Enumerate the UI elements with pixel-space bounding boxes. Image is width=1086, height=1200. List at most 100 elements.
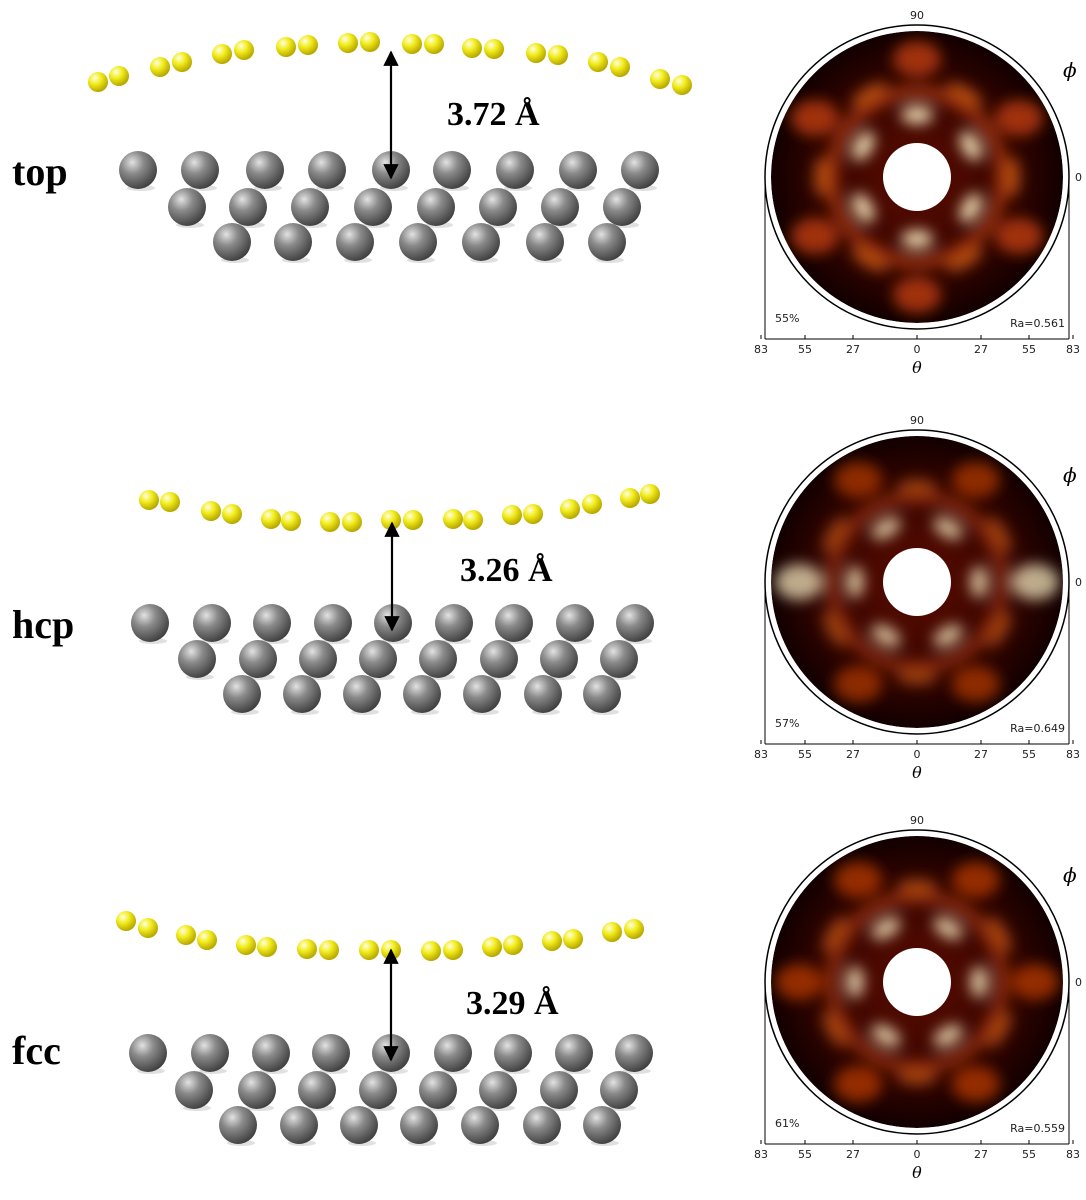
theta-tick-label: 27 — [846, 1148, 860, 1161]
pattern-top-label: 90 — [910, 414, 924, 427]
substrate-atom — [253, 604, 291, 642]
adsorbate-atom — [176, 925, 196, 945]
adsorbate-atom — [403, 510, 423, 530]
diffraction-intensity — [771, 836, 1063, 1128]
adsorbate-atom — [443, 509, 463, 529]
structure-model-fcc — [116, 911, 653, 1146]
adsorbate-atom — [201, 501, 221, 521]
adsorbate-atom — [443, 940, 463, 960]
theta-tick-label: 55 — [1022, 748, 1036, 761]
substrate-atom — [238, 1071, 276, 1109]
substrate-atom — [354, 188, 392, 226]
adsorbate-atom — [610, 57, 630, 77]
adsorbate-atom — [502, 505, 522, 525]
theta-tick-label: 27 — [846, 748, 860, 761]
substrate-atom — [600, 1071, 638, 1109]
adsorbate-atom — [276, 37, 296, 57]
adsorbate-atom — [560, 499, 580, 519]
substrate-atom — [312, 1034, 350, 1072]
theta-tick-label: 55 — [1022, 343, 1036, 356]
substrate-atom — [600, 640, 638, 678]
substrate-atom — [480, 640, 518, 678]
substrate-atom — [495, 604, 533, 642]
adsorbate-atom — [582, 494, 602, 514]
substrate-atom — [403, 675, 441, 713]
substrate-atom — [463, 675, 501, 713]
adsorbate-atom — [297, 939, 317, 959]
substrate-atom — [299, 640, 337, 678]
site-label-fcc: fcc — [12, 1028, 61, 1073]
substrate-atom — [336, 223, 374, 261]
adsorbate-atom — [342, 512, 362, 532]
adsorbate-atom — [588, 52, 608, 72]
theta-label: θ — [912, 1163, 922, 1182]
substrate-atom — [419, 1071, 457, 1109]
pattern-top-label: 90 — [910, 9, 924, 22]
substrate-atom — [298, 1071, 336, 1109]
substrate-atom — [541, 188, 579, 226]
adsorbate-atom — [548, 45, 568, 65]
adsorbate-atom — [212, 44, 232, 64]
substrate-atom — [119, 151, 157, 189]
adsorbate-atom — [526, 43, 546, 63]
adsorbate-atom — [421, 941, 441, 961]
adsorbate-atom — [602, 922, 622, 942]
pattern-right-label: 0 — [1075, 171, 1082, 184]
substrate-atom — [219, 1106, 257, 1144]
theta-tick-label: 27 — [974, 1148, 988, 1161]
substrate-atom — [523, 1106, 561, 1144]
theta-tick-label: 83 — [754, 748, 768, 761]
substrate-atom — [615, 1034, 653, 1072]
substrate-atom — [399, 223, 437, 261]
adsorbate-atom — [463, 510, 483, 530]
substrate-atom — [417, 188, 455, 226]
theta-label: θ — [912, 763, 922, 782]
pattern-center-hole — [883, 548, 951, 616]
theta-tick-label: 83 — [754, 1148, 768, 1161]
distance-label-top: 3.72 Å — [447, 96, 540, 133]
substrate-atom — [556, 604, 594, 642]
substrate-atom — [540, 640, 578, 678]
adsorbate-atom — [116, 911, 136, 931]
substrate-atom — [559, 151, 597, 189]
substrate-atom — [526, 223, 564, 261]
substrate-atom — [462, 223, 500, 261]
theta-tick-label: 27 — [974, 748, 988, 761]
substrate-atom — [479, 188, 517, 226]
substrate-atom — [314, 604, 352, 642]
theta-tick-label: 27 — [846, 343, 860, 356]
theta-tick-label: 83 — [1066, 1148, 1080, 1161]
substrate-atom — [193, 604, 231, 642]
substrate-atom — [291, 188, 329, 226]
substrate-atom — [340, 1106, 378, 1144]
adsorbate-atom — [640, 484, 660, 504]
adsorbate-atom — [257, 937, 277, 957]
substrate-atom — [181, 151, 219, 189]
substrate-atom — [359, 1071, 397, 1109]
pattern-right-label: 0 — [1075, 976, 1082, 989]
adsorbate-atom — [624, 919, 644, 939]
theta-tick-label: 83 — [1066, 748, 1080, 761]
substrate-atom — [213, 223, 251, 261]
substrate-atom — [434, 1034, 472, 1072]
substrate-atom — [343, 675, 381, 713]
substrate-atom — [621, 151, 659, 189]
substrate-atom — [588, 223, 626, 261]
adsorbate-atom — [160, 492, 180, 512]
substrate-atom — [435, 604, 473, 642]
substrate-atom — [494, 1034, 532, 1072]
adsorbate-atom — [222, 504, 242, 524]
pattern-percent-label: 57% — [775, 717, 799, 730]
adsorbate-atom — [672, 75, 692, 95]
substrate-atom — [479, 1071, 517, 1109]
pattern-top-label: 90 — [910, 814, 924, 827]
adsorbate-atom — [563, 929, 583, 949]
theta-tick-label: 0 — [914, 1148, 921, 1161]
adsorbate-atom — [139, 490, 159, 510]
site-label-hcp: hcp — [12, 602, 75, 647]
theta-tick-label: 55 — [798, 343, 812, 356]
substrate-atom — [359, 640, 397, 678]
